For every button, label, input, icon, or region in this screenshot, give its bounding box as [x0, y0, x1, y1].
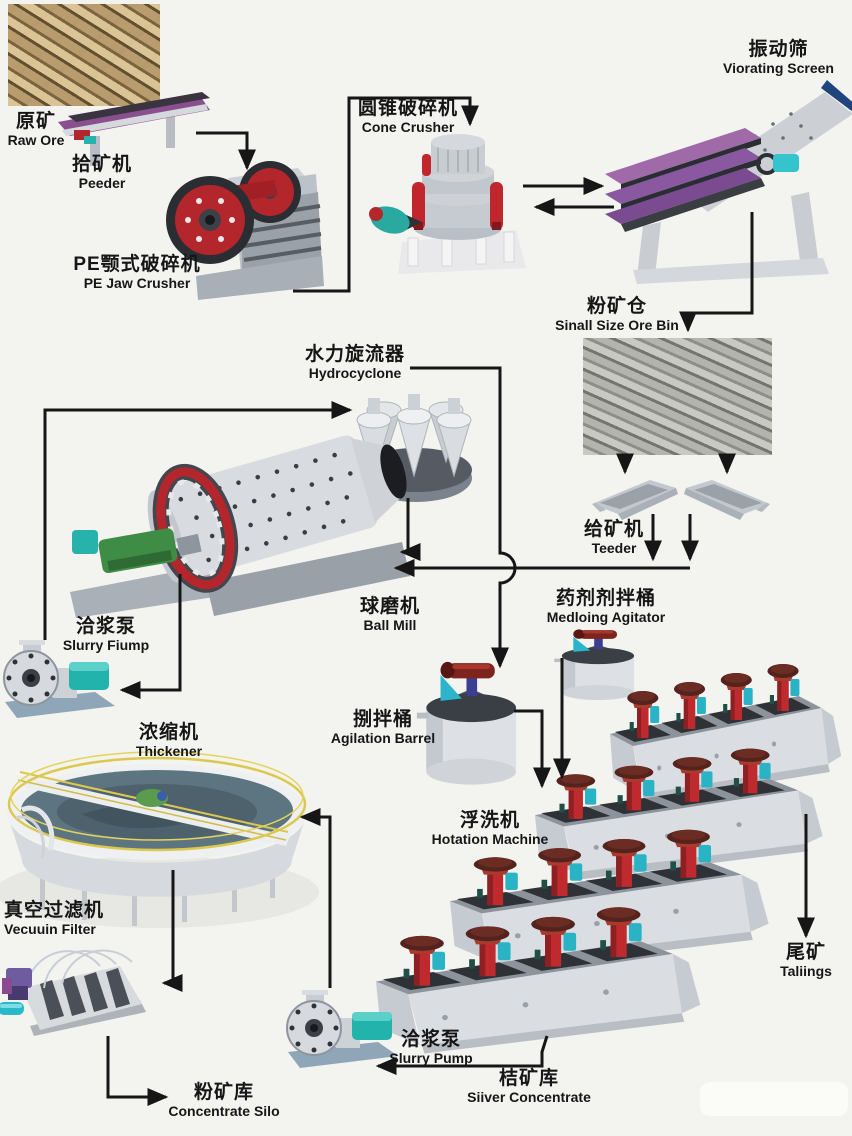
label-slurry-pump-2: 洽浆泵 Slurry Pump	[389, 1029, 473, 1066]
medicine-agitator-illustration	[554, 629, 635, 701]
feeder-tray-right-illustration	[684, 480, 770, 520]
label-medicine-agitator: 药剂剂拌桶 Medloing Agitator	[546, 588, 666, 625]
arrow-flotation-to-slurry-pump-2	[375, 1035, 549, 1075]
ore-bin-photo	[583, 338, 772, 455]
label-feeder-top: 拾矿机 Peeder	[71, 154, 132, 191]
arrow-hydrocyclone-to-agitation-barrel	[410, 366, 517, 669]
ball-mill-illustration	[70, 435, 410, 618]
arrow-vacuum-filter-to-concentrate-silo	[106, 1036, 169, 1106]
raw-ore-photo	[8, 4, 160, 106]
label-raw-ore: 原矿 Raw Ore	[0, 111, 72, 148]
label-ore-bin: 粉矿仓 Sinall Size Ore Bin	[555, 296, 679, 333]
arrow-slurry-pump-to-hydrocyclone	[43, 401, 353, 640]
vibrating-screen-illustration	[605, 80, 852, 284]
label-vacuum-filter: 真空过滤机 Vecuuin Filter	[4, 900, 105, 937]
jaw-crusher-illustration	[166, 161, 324, 300]
feeder-tray-left-illustration	[592, 480, 678, 520]
feeder-conveyor-illustration	[58, 92, 210, 166]
arrow-feeder-to-jaw-crusher	[196, 131, 256, 171]
watermark-patch	[700, 1082, 848, 1116]
vacuum-filter-illustration	[0, 948, 146, 1036]
arrow-screen-to-ore-bin	[679, 212, 754, 333]
label-agitation-barrel: 捌拌桶 Agilation Barrel	[330, 709, 436, 746]
arrow-hydrocyclone-to-ball-mill	[399, 498, 421, 561]
label-concentrate-silo: 粉矿库 Concentrate Silo	[168, 1082, 280, 1119]
arrow-thickener-to-vacuum-filter	[161, 870, 183, 992]
cone-crusher-illustration	[369, 134, 526, 274]
label-slurry-pump-1: 洽浆泵 Slurry Fiump	[62, 616, 150, 653]
label-hydrocyclone: 水力旋流器 Hydrocyclone	[304, 344, 405, 381]
arrow-ball-mill-to-slurry-pump	[119, 574, 182, 699]
label-flotation-machine: 浮洗机 Hotation Machine	[431, 810, 549, 847]
label-silver-concentrate: 桔矿库 Siiver Concentrate	[467, 1068, 591, 1105]
label-raw-ore-en: Raw Ore	[7, 131, 65, 148]
label-tailings: 尾矿 Taliings	[780, 942, 832, 979]
label-cone-crusher: 圆锥破碎机 Cone Crusher	[357, 98, 458, 135]
label-raw-ore-zh: 原矿	[15, 111, 56, 132]
arrow-slurry-pump-2-to-thickener	[299, 808, 332, 988]
label-feeders: 给矿机 Teeder	[583, 519, 644, 556]
thickener-illustration	[0, 751, 319, 928]
flow-arrows	[43, 96, 815, 1106]
label-jaw-crusher: PE颚式破碎机 PE Jaw Crusher	[73, 254, 201, 291]
arrow-jaw-crusher-to-cone-crusher	[293, 96, 479, 293]
label-vibrating-screen: 振动筛 Viorating Screen	[722, 39, 834, 76]
label-ball-mill: 球磨机 Ball Mill	[359, 596, 420, 633]
label-thickener: 浓缩机 Thickener	[135, 722, 203, 759]
arrow-agitation-barrel-to-flotation	[514, 709, 551, 789]
